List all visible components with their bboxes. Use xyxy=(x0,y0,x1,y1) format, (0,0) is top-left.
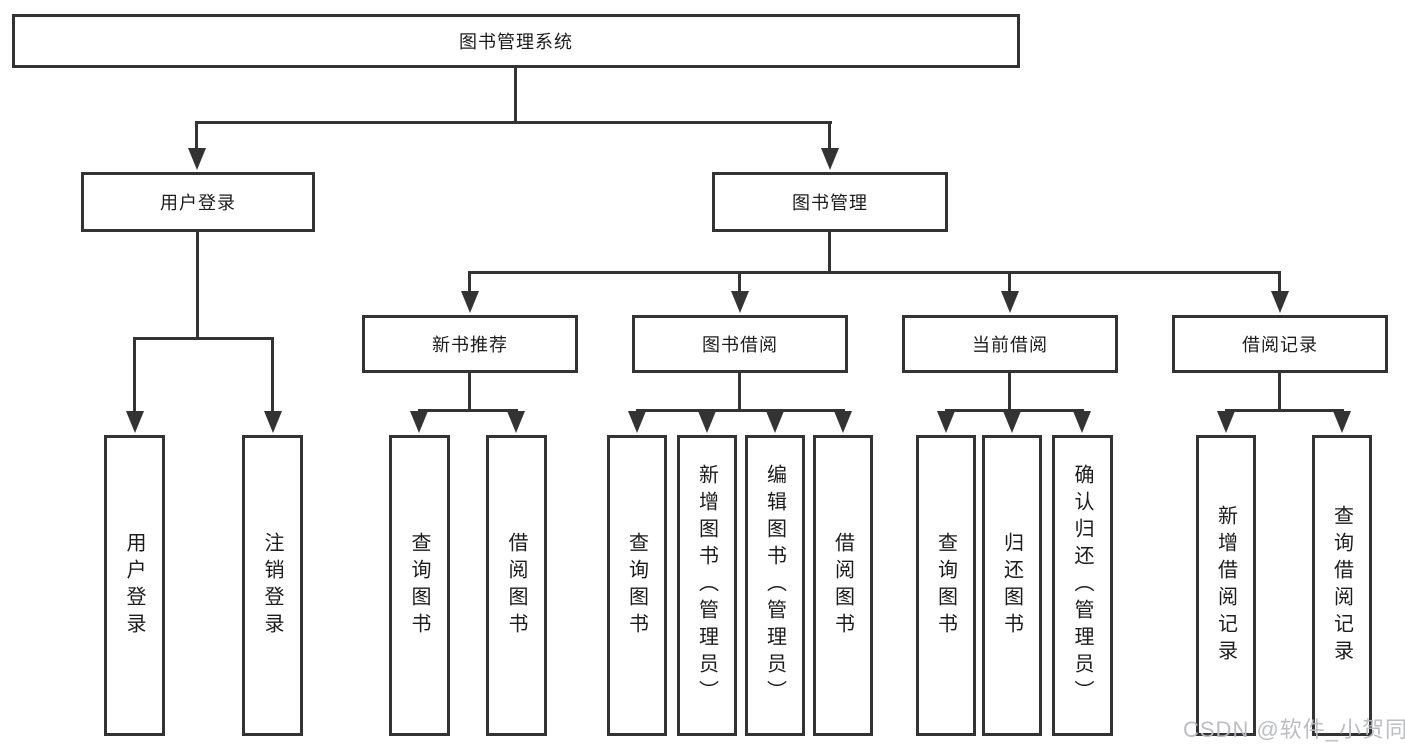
leaf-label: 用户登录 xyxy=(123,531,145,640)
arrow-down-icon xyxy=(766,411,784,433)
leaf-borrow-edit-book-admin: 编辑图书（管理员） xyxy=(745,435,805,736)
arrow-down-icon xyxy=(188,148,206,170)
arrow-down-icon xyxy=(1271,291,1289,313)
leaf-newrec-borrow-book: 借阅图书 xyxy=(486,435,547,736)
connector-drop xyxy=(1278,271,1281,295)
arrow-down-icon xyxy=(1217,411,1235,433)
leaf-current-return-book: 归还图书 xyxy=(982,435,1042,736)
node-borrow-record: 借阅记录 xyxy=(1172,315,1388,373)
leaf-current-query-book: 查询图书 xyxy=(916,435,976,736)
leaf-label: 查询图书 xyxy=(408,531,430,640)
leaf-label: 归还图书 xyxy=(1000,531,1023,640)
connector-drop xyxy=(1008,271,1011,295)
connector-group-rail xyxy=(636,409,844,412)
node-new-book-rec-label: 新书推荐 xyxy=(432,335,508,355)
leaf-label: 编辑图书（管理员） xyxy=(763,464,786,707)
arrow-down-icon xyxy=(628,411,646,433)
leaf-newrec-query-book: 查询图书 xyxy=(389,435,450,736)
arrow-down-icon xyxy=(507,411,525,433)
node-user-login-label: 用户登录 xyxy=(160,193,236,213)
connector-book-mgmt-stem xyxy=(828,232,831,274)
connector-group-rail xyxy=(945,409,1084,412)
watermark: CSDN @软件_小贺同学 xyxy=(1183,717,1405,742)
leaf-borrow-add-book-admin: 新增图书（管理员） xyxy=(677,435,737,736)
leaf-label: 借阅图书 xyxy=(505,531,527,640)
connector-group-rail xyxy=(1225,409,1343,412)
arrow-down-icon xyxy=(410,411,428,433)
connector-drop xyxy=(271,337,274,415)
leaf-label: 新增图书（管理员） xyxy=(695,464,718,707)
arrow-down-icon xyxy=(821,148,839,170)
connector-group-stem xyxy=(468,373,471,412)
leaf-borrow-borrow-book: 借阅图书 xyxy=(813,435,873,736)
node-book-mgmt-label: 图书管理 xyxy=(792,193,868,213)
connector-drop xyxy=(738,271,741,295)
leaf-label: 查询借阅记录 xyxy=(1330,504,1353,667)
connector-user-login-stem xyxy=(196,232,199,340)
connector-drop xyxy=(468,271,471,295)
connector-group-stem xyxy=(1278,373,1281,412)
leaf-label: 查询图书 xyxy=(625,531,648,640)
leaf-record-query-record: 查询借阅记录 xyxy=(1312,435,1372,736)
node-user-login: 用户登录 xyxy=(81,172,315,232)
connector-user-login-rail xyxy=(133,337,274,340)
arrow-down-icon xyxy=(461,291,479,313)
node-borrow-record-label: 借阅记录 xyxy=(1242,335,1318,355)
arrow-down-icon xyxy=(1333,411,1351,433)
arrow-down-icon xyxy=(937,411,955,433)
leaf-record-add-record: 新增借阅记录 xyxy=(1196,435,1256,736)
arrow-down-icon xyxy=(731,291,749,313)
leaf-label: 新增借阅记录 xyxy=(1214,504,1237,667)
connector-group-rail xyxy=(418,409,518,412)
node-current-borrow-label: 当前借阅 xyxy=(972,335,1048,355)
connector-group-stem xyxy=(738,373,741,412)
leaf-user-login: 用户登录 xyxy=(104,435,165,736)
leaf-label: 借阅图书 xyxy=(831,531,854,640)
node-book-mgmt: 图书管理 xyxy=(712,172,948,232)
node-root: 图书管理系统 xyxy=(12,14,1020,68)
leaf-current-confirm-return-admin: 确认归还（管理员） xyxy=(1052,435,1113,736)
leaf-borrow-query-book: 查询图书 xyxy=(607,435,667,736)
node-current-borrow: 当前借阅 xyxy=(902,315,1118,373)
leaf-logout: 注销登录 xyxy=(242,435,303,736)
arrow-down-icon xyxy=(264,411,282,433)
node-book-borrow: 图书借阅 xyxy=(632,315,848,373)
arrow-down-icon xyxy=(126,411,144,433)
leaf-label: 确认归还（管理员） xyxy=(1071,464,1093,707)
connector-drop xyxy=(133,337,136,415)
arrow-down-icon xyxy=(698,411,716,433)
leaf-label: 注销登录 xyxy=(261,531,283,640)
connector-book-mgmt-drop xyxy=(828,121,831,155)
connector-group-stem xyxy=(1008,373,1011,412)
connector-user-login-drop xyxy=(195,121,198,155)
node-new-book-rec: 新书推荐 xyxy=(362,315,578,373)
arrow-down-icon xyxy=(834,411,852,433)
arrow-down-icon xyxy=(1003,411,1021,433)
node-book-borrow-label: 图书借阅 xyxy=(702,335,778,355)
connector-level3-rail xyxy=(468,271,1281,274)
node-root-label: 图书管理系统 xyxy=(459,32,573,52)
leaf-label: 查询图书 xyxy=(934,531,957,640)
connector-level2-rail xyxy=(195,121,832,124)
connector-root-stem xyxy=(514,68,517,124)
arrow-down-icon xyxy=(1001,291,1019,313)
arrow-down-icon xyxy=(1073,411,1091,433)
